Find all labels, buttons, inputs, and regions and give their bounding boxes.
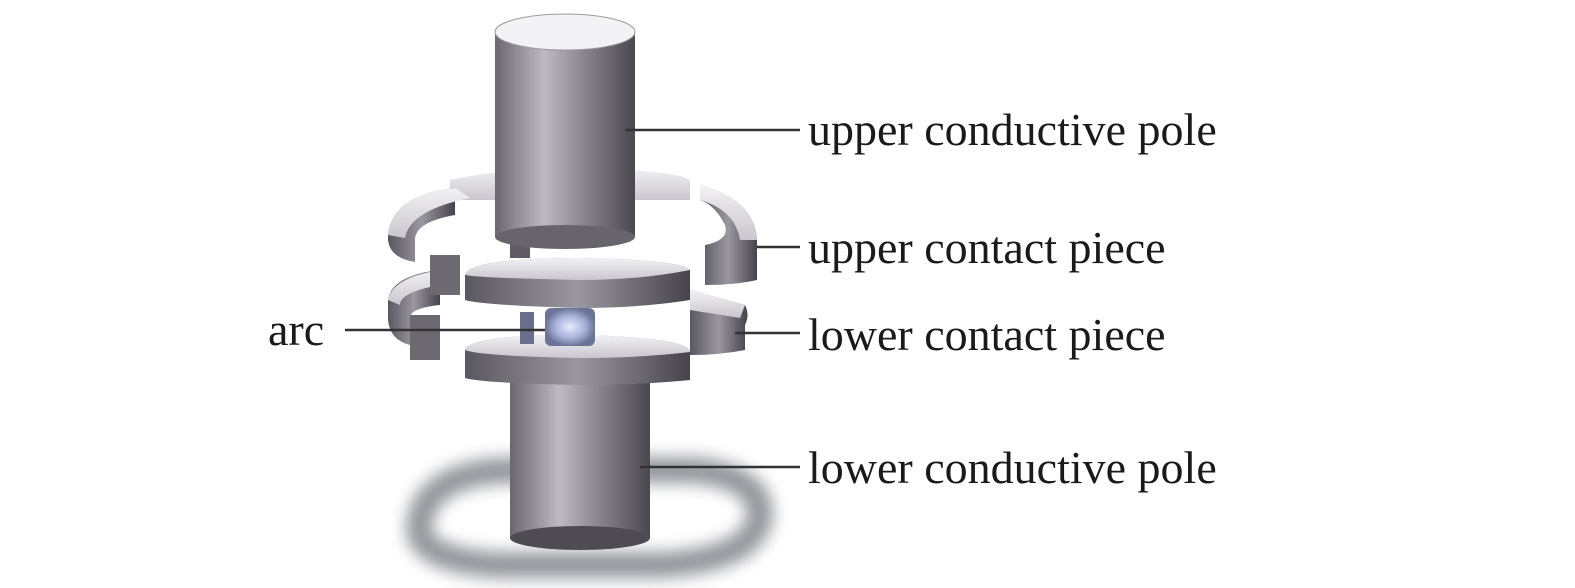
arc-column xyxy=(520,308,595,346)
lower-conductive-pole xyxy=(510,370,650,550)
label-upper-conductive-pole: upper conductive pole xyxy=(808,104,1217,155)
label-upper-contact-piece: upper contact piece xyxy=(808,222,1166,273)
label-lower-conductive-pole: lower conductive pole xyxy=(808,442,1217,493)
lower-contact-piece xyxy=(388,270,748,385)
label-arc: arc xyxy=(268,304,324,355)
upper-conductive-pole xyxy=(494,13,636,249)
ground-shadow xyxy=(406,457,774,578)
leader-lines xyxy=(345,128,800,469)
label-lower-contact-piece: lower contact piece xyxy=(808,309,1166,360)
